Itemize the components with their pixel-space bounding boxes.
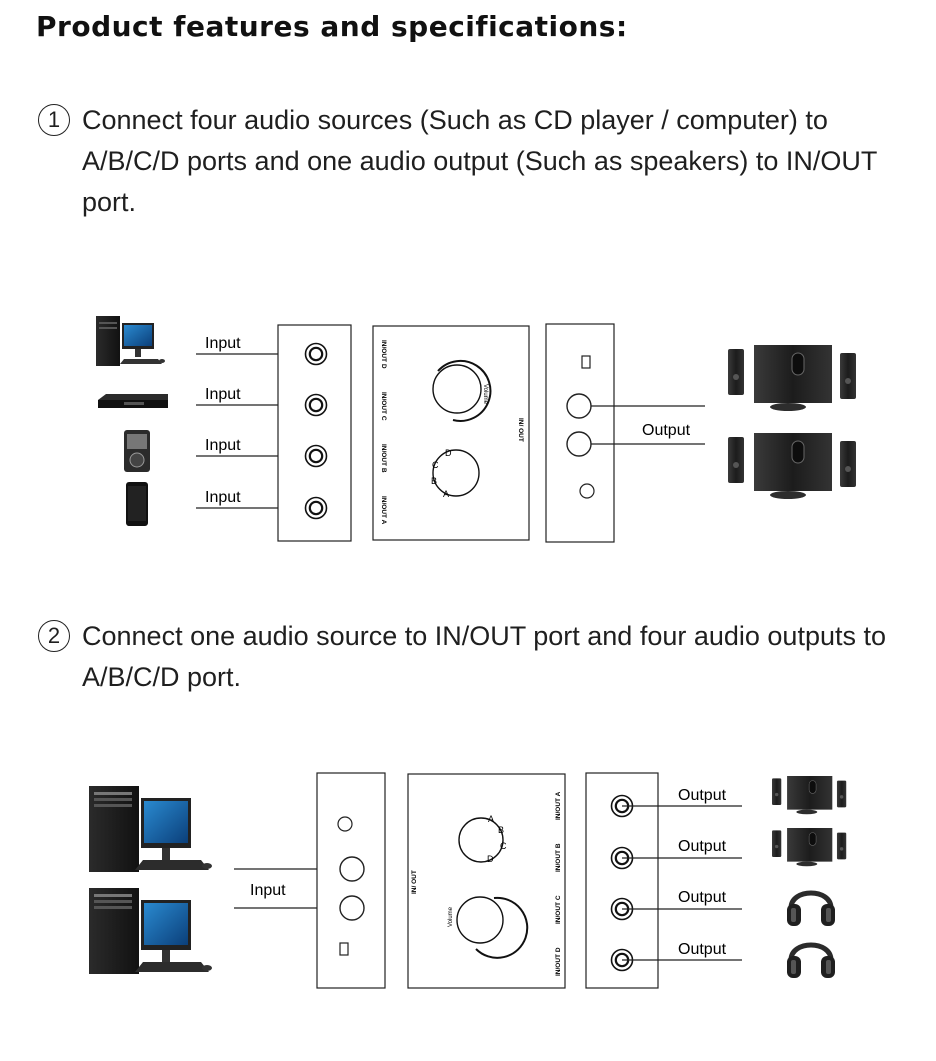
inout-jack-1: [339, 856, 365, 882]
selector-letter-d: D: [487, 854, 494, 864]
mp3-player-icon: [124, 430, 150, 472]
selector-knob: [458, 817, 504, 863]
volume-knob: [432, 359, 492, 422]
input-label: Input: [205, 335, 241, 352]
speaker-system-icon: [727, 344, 857, 412]
inout-jack-2: [339, 895, 365, 921]
audio-jack-d: [304, 342, 328, 366]
speaker-system-icon: [771, 827, 847, 867]
desktop-computer-icon: [89, 888, 212, 974]
port-label: IN/OUT C: [380, 392, 387, 421]
volume-label: Volume: [448, 906, 454, 927]
inout-label: IN/ OUT: [411, 870, 418, 894]
desktop-computer-icon: [89, 786, 212, 872]
selector-letter-b: B: [431, 476, 437, 486]
desktop-computer-icon: [96, 316, 165, 366]
headphones-icon: [787, 945, 835, 978]
inout-jack-2: [566, 431, 592, 457]
selector-letter-a: A: [488, 814, 494, 824]
input-label: Input: [250, 882, 286, 899]
speaker-system-icon: [771, 775, 847, 815]
port-label: IN/OUT B: [555, 843, 562, 872]
power-switch: [339, 942, 349, 956]
input-label: Input: [205, 437, 241, 454]
output-label: Output: [678, 889, 727, 906]
audio-jack-c: [304, 393, 328, 417]
page-title: Product features and specifications:: [36, 10, 628, 43]
power-jack: [337, 816, 353, 832]
port-label: IN/OUT B: [380, 444, 387, 473]
power-switch: [581, 355, 591, 369]
selector-letter-c: C: [500, 841, 507, 851]
output-label: Output: [678, 838, 727, 855]
volume-label: Volume: [482, 384, 488, 405]
input-label: Input: [205, 386, 241, 403]
selector-knob: [432, 449, 480, 497]
output-label: Output: [642, 422, 691, 439]
selector-letter-d: D: [445, 448, 452, 458]
port-label: IN/OUT D: [380, 340, 387, 369]
input-label: Input: [205, 489, 241, 506]
inout-label: IN/ OUT: [517, 418, 524, 442]
volume-knob: [456, 896, 529, 959]
selector-letter-b: B: [498, 825, 504, 835]
port-label: IN/OUT A: [555, 791, 562, 820]
switch-front-panel: [407, 773, 566, 989]
selector-letter-c: C: [432, 460, 439, 470]
step-2-instruction: 2 Connect one audio source to IN/OUT por…: [38, 616, 918, 698]
step-2-text: Connect one audio source to IN/OUT port …: [82, 621, 887, 692]
power-jack: [579, 483, 595, 499]
diagram-2: Input IN/ OUT IN/OUT A IN/OUT B IN/OUT C…: [89, 772, 847, 989]
dvd-player-icon: [98, 394, 168, 408]
step-1-instruction: 1 Connect four audio sources (Such as CD…: [38, 100, 918, 223]
smartphone-icon: [126, 482, 148, 526]
inout-jack-1: [566, 393, 592, 419]
step-2-number: 2: [38, 620, 70, 652]
output-label: Output: [678, 787, 727, 804]
port-label: IN/OUT D: [555, 947, 562, 976]
output-label: Output: [678, 941, 727, 958]
headphones-icon: [787, 893, 835, 926]
speaker-system-icon: [727, 432, 857, 500]
step-1-text: Connect four audio sources (Such as CD p…: [82, 105, 877, 217]
switch-front-panel: [372, 325, 530, 541]
step-1-number: 1: [38, 104, 70, 136]
selector-letter-a: A: [443, 489, 449, 499]
diagram-1: Input Input Input Input IN/OUT D IN/OUT …: [96, 316, 857, 543]
port-label: IN/OUT A: [380, 496, 387, 525]
port-label: IN/OUT C: [555, 895, 562, 924]
audio-jack-a: [304, 496, 328, 520]
audio-jack-b: [304, 444, 328, 468]
